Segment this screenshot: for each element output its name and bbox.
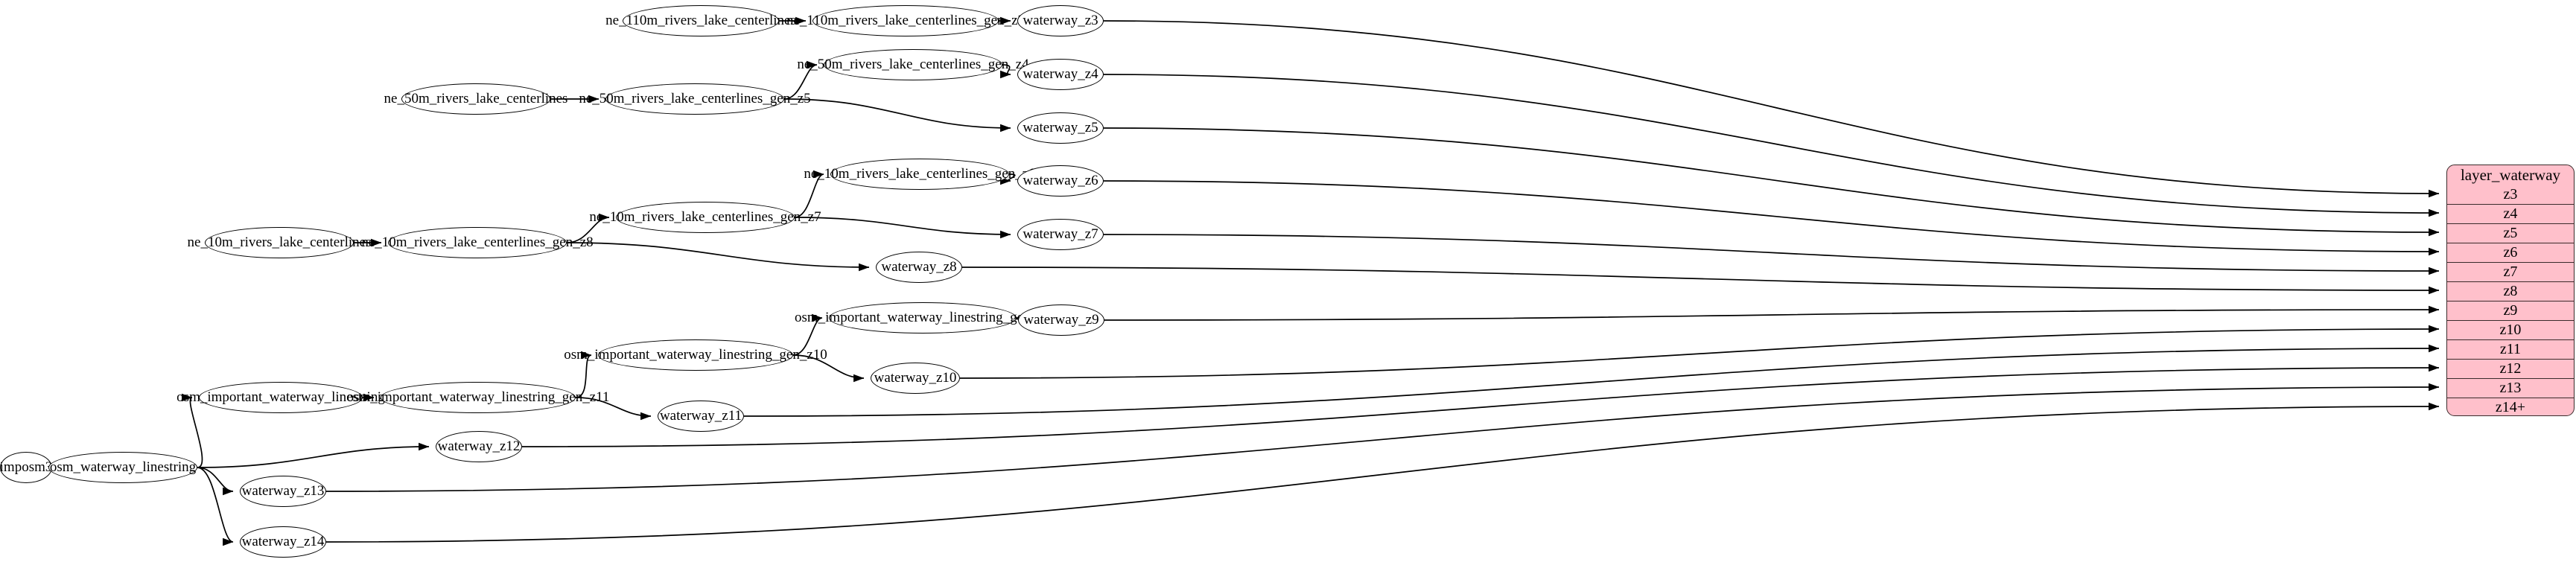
graph-node-label: waterway_z12 bbox=[437, 438, 521, 454]
graph-node-osm-important-waterway-linestring-gen-z10[interactable]: osm_important_waterway_linestring_gen_z1… bbox=[564, 339, 827, 371]
graph-node-ne-10m-rivers-lake-centerlines-gen-z7[interactable]: ne_10m_rivers_lake_centerlines_gen_z7 bbox=[589, 202, 821, 233]
graph-node-ne-110m-rivers-lake-centerlines[interactable]: ne_110m_rivers_lake_centerlines bbox=[605, 5, 796, 36]
graph-node-label: waterway_z4 bbox=[1023, 66, 1098, 82]
edge-waterway-z14-to-layer-waterway bbox=[325, 402, 2440, 543]
graph-node-waterway-z7[interactable]: waterway_z7 bbox=[1017, 219, 1104, 250]
graph-node-label: waterway_z10 bbox=[874, 370, 957, 386]
legend-row-z5[interactable]: z5 bbox=[2447, 223, 2574, 243]
graph-node-osm-waterway-linestring[interactable]: osm_waterway_linestring bbox=[48, 452, 197, 483]
graph-node-label: osm_important_waterway_linestring bbox=[176, 389, 385, 405]
graph-node-label: osm_waterway_linestring bbox=[49, 459, 197, 475]
graph-node-waterway-z6[interactable]: waterway_z6 bbox=[1017, 165, 1104, 197]
graph-node-label: ne_50m_rivers_lake_centerlines bbox=[384, 91, 568, 106]
legend-row-z11[interactable]: z11 bbox=[2447, 339, 2574, 359]
graph-node-label: imposm3 bbox=[0, 459, 53, 475]
graph-node-imposm3[interactable]: imposm3 bbox=[0, 452, 52, 483]
graph-node-waterway-z4[interactable]: waterway_z4 bbox=[1017, 59, 1104, 90]
edge-ne-10m-rivers-lake-centerlines-gen-z8-to-waterway-z8 bbox=[566, 242, 870, 272]
legend-row-z3[interactable]: z3 bbox=[2503, 185, 2518, 202]
graph-node-label: ne_110m_rivers_lake_centerlines bbox=[605, 13, 796, 28]
graph-node-label: waterway_z11 bbox=[659, 408, 742, 424]
graph-node-label: waterway_z14 bbox=[241, 534, 325, 549]
graph-node-label: waterway_z5 bbox=[1023, 120, 1098, 135]
graph-node-label: ne_10m_rivers_lake_centerlines bbox=[187, 234, 372, 250]
edge-waterway-z11-to-layer-waterway bbox=[743, 344, 2440, 417]
legend-row-z8[interactable]: z8 bbox=[2447, 281, 2574, 301]
graph-node-label: waterway_z7 bbox=[1023, 226, 1098, 242]
legend-row-z10[interactable]: z10 bbox=[2447, 320, 2574, 339]
edge-waterway-z12-to-layer-waterway bbox=[521, 363, 2440, 447]
edge-waterway-z5-to-layer-waterway bbox=[1103, 127, 2440, 237]
graph-node-waterway-z9[interactable]: waterway_z9 bbox=[1018, 304, 1104, 336]
edge-waterway-z8-to-layer-waterway bbox=[961, 267, 2440, 295]
graph-node-label: waterway_z13 bbox=[241, 483, 325, 499]
edge-osm-waterway-linestring-to-waterway-z14 bbox=[197, 467, 234, 546]
edge-ne-10m-rivers-lake-centerlines-gen-z7-to-waterway-z7 bbox=[794, 217, 1011, 239]
graph-node-ne-50m-rivers-lake-centerlines[interactable]: ne_50m_rivers_lake_centerlines bbox=[384, 83, 567, 115]
graph-node-ne-110m-rivers-lake-centerlines-gen-z3[interactable]: ne_110m_rivers_lake_centerlines_gen_z3 bbox=[786, 5, 1025, 36]
graph-node-label: waterway_z8 bbox=[881, 259, 957, 275]
graph-node-ne-10m-rivers-lake-centerlines-gen-z8[interactable]: ne_10m_rivers_lake_centerlines_gen_z8 bbox=[361, 227, 594, 258]
graph-node-osm-important-waterway-linestring-gen-z11[interactable]: osm_important_waterway_linestring_gen_z1… bbox=[347, 382, 609, 413]
legend-header: layer_waterway bbox=[2460, 165, 2561, 184]
edge-waterway-z7-to-layer-waterway bbox=[1103, 234, 2440, 275]
graph-node-ne-10m-rivers-lake-centerlines[interactable]: ne_10m_rivers_lake_centerlines bbox=[188, 227, 371, 258]
edge-waterway-z9-to-layer-waterway bbox=[1104, 305, 2440, 321]
edge-waterway-z10-to-layer-waterway bbox=[959, 325, 2440, 379]
graph-node-label: osm_important_waterway_linestring_gen_z9 bbox=[794, 310, 1052, 325]
graph-node-label: ne_10m_rivers_lake_centerlines_gen_z6 bbox=[804, 166, 1036, 182]
graph-node-label: waterway_z9 bbox=[1023, 312, 1099, 328]
edge-ne-50m-rivers-lake-centerlines-gen-z5-to-waterway-z5 bbox=[783, 98, 1011, 133]
graph-node-label: waterway_z6 bbox=[1023, 173, 1098, 188]
graph-node-waterway-z14[interactable]: waterway_z14 bbox=[240, 526, 326, 558]
graph-node-waterway-z10[interactable]: waterway_z10 bbox=[871, 363, 960, 394]
edge-osm-waterway-linestring-to-osm-important-waterway-linestring bbox=[182, 393, 203, 468]
graph-node-waterway-z5[interactable]: waterway_z5 bbox=[1017, 112, 1104, 144]
graph-node-osm-important-waterway-linestring-gen-z9[interactable]: osm_important_waterway_linestring_gen_z9 bbox=[795, 302, 1051, 334]
graph-node-label: ne_50m_rivers_lake_centerlines_gen_z4 bbox=[797, 57, 1029, 72]
legend-row-z9[interactable]: z9 bbox=[2447, 301, 2574, 320]
graph-node-waterway-z11[interactable]: waterway_z11 bbox=[658, 401, 744, 432]
edge-waterway-z3-to-layer-waterway bbox=[1103, 20, 2440, 198]
graph-node-waterway-z13[interactable]: waterway_z13 bbox=[240, 476, 326, 507]
graph-node-waterway-z12[interactable]: waterway_z12 bbox=[436, 431, 522, 462]
graph-node-label: osm_important_waterway_linestring_gen_z1… bbox=[564, 347, 827, 363]
graph-node-waterway-z8[interactable]: waterway_z8 bbox=[876, 252, 962, 283]
legend-row-z12[interactable]: z12 bbox=[2447, 359, 2574, 378]
legend-row-z14plus[interactable]: z14+ bbox=[2447, 398, 2574, 415]
legend-row-z4[interactable]: z4 bbox=[2447, 204, 2574, 223]
graph-node-label: osm_important_waterway_linestring_gen_z1… bbox=[346, 389, 610, 405]
graph-node-label: ne_10m_rivers_lake_centerlines_gen_z8 bbox=[361, 234, 594, 250]
graph-node-ne-50m-rivers-lake-centerlines-gen-z4[interactable]: ne_50m_rivers_lake_centerlines_gen_z4 bbox=[797, 49, 1029, 80]
graph-node-label: ne_110m_rivers_lake_centerlines_gen_z3 bbox=[786, 13, 1025, 28]
edge-osm-waterway-linestring-to-waterway-z12 bbox=[197, 442, 430, 468]
graph-node-waterway-z3[interactable]: waterway_z3 bbox=[1017, 5, 1104, 36]
legend-row-z6[interactable]: z6 bbox=[2447, 243, 2574, 262]
legend-row-z7[interactable]: z7 bbox=[2447, 262, 2574, 281]
edge-osm-waterway-linestring-to-waterway-z13 bbox=[197, 467, 234, 496]
legend-row-z13[interactable]: z13 bbox=[2447, 378, 2574, 398]
graph-node-label: ne_10m_rivers_lake_centerlines_gen_z7 bbox=[589, 209, 821, 225]
graph-node-label: ne_50m_rivers_lake_centerlines_gen_z5 bbox=[579, 91, 811, 106]
edge-waterway-z6-to-layer-waterway bbox=[1103, 180, 2440, 256]
graph-node-osm-important-waterway-linestring[interactable]: osm_important_waterway_linestring bbox=[176, 382, 385, 413]
graph-node-ne-50m-rivers-lake-centerlines-gen-z5[interactable]: ne_50m_rivers_lake_centerlines_gen_z5 bbox=[579, 83, 811, 115]
edge-waterway-z4-to-layer-waterway bbox=[1103, 74, 2440, 217]
graph-node-ne-10m-rivers-lake-centerlines-gen-z6[interactable]: ne_10m_rivers_lake_centerlines_gen_z6 bbox=[804, 159, 1036, 190]
edge-waterway-z13-to-layer-waterway bbox=[325, 383, 2440, 492]
graph-node-label: waterway_z3 bbox=[1023, 13, 1098, 28]
